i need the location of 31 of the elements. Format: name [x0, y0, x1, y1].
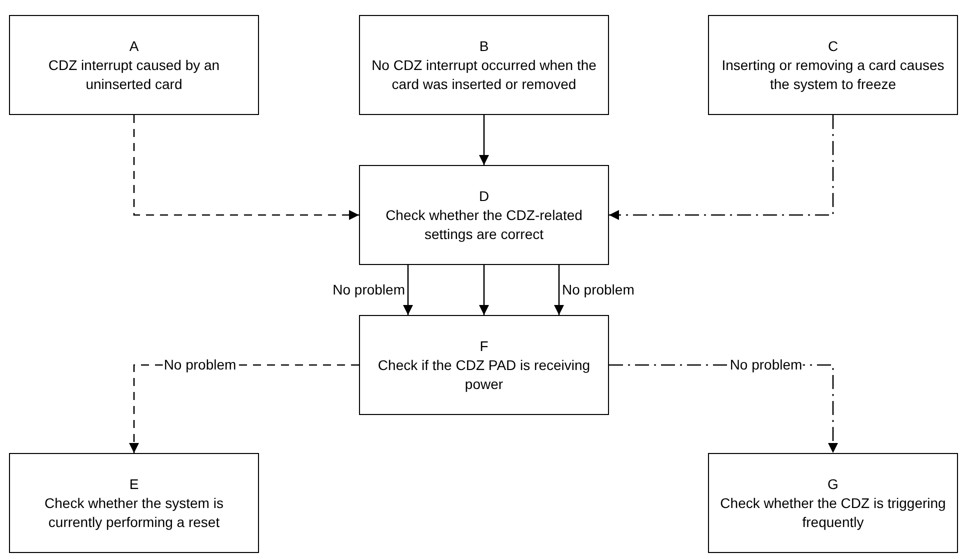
process-box — [9, 453, 259, 553]
process-box — [359, 15, 609, 115]
box-text: Check whether the CDZ is triggering frequently — [719, 494, 947, 532]
arrow — [403, 265, 413, 315]
arrow — [133, 115, 359, 220]
box-letter: E — [129, 474, 139, 494]
process-box — [359, 165, 609, 265]
arrow — [479, 115, 489, 165]
edge-label: No problem — [162, 356, 238, 374]
process-box — [708, 453, 958, 553]
box-letter: B — [479, 36, 489, 56]
arrow — [609, 115, 834, 220]
box-text: Inserting or removing a card causes the system to freeze — [720, 56, 946, 94]
box-letter: F — [480, 336, 488, 356]
box-text: Check whether the system is currently performing a reset — [44, 494, 224, 532]
box-letter: C — [828, 36, 838, 56]
process-box — [9, 15, 259, 115]
box-text: No CDZ interrupt occurred when the card was inserted or removed — [370, 56, 598, 94]
box-letter: A — [129, 36, 139, 56]
box-text: Check whether the CDZ-related settings are correct — [384, 206, 584, 244]
edge-label: No problem — [728, 356, 804, 374]
box-letter: D — [478, 186, 490, 206]
process-box — [708, 15, 958, 115]
box-letter: G — [828, 474, 838, 494]
arrow — [479, 265, 489, 315]
edge-label: No problem — [332, 282, 406, 298]
arrow — [554, 265, 564, 315]
box-text: Check if the CDZ PAD is receiving power — [376, 356, 592, 394]
edge-label: No problem — [561, 282, 636, 298]
box-text: CDZ interrupt caused by an uninserted card — [47, 56, 221, 94]
process-box — [359, 315, 609, 415]
